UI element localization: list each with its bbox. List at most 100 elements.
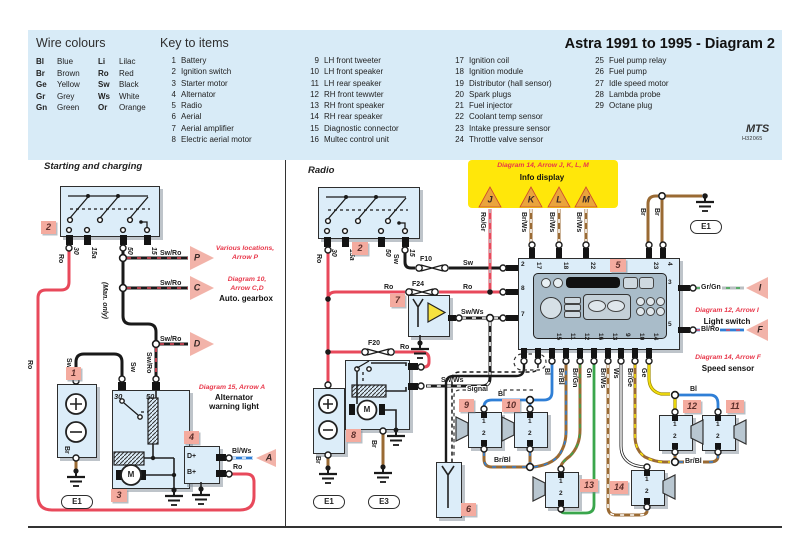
radio-volume-knob xyxy=(540,297,562,319)
badge-radio: 5 xyxy=(610,259,626,272)
bottom-border xyxy=(28,526,782,528)
key-item-number: 23 xyxy=(455,123,464,133)
key-item-number: 22 xyxy=(455,112,464,122)
wire-colour-row: Gr Grey Ws White xyxy=(36,92,160,104)
fuse-label: F10 xyxy=(420,256,433,263)
alternator-box xyxy=(184,446,220,484)
key-item-number: 21 xyxy=(455,101,464,111)
radio-preset-2 xyxy=(646,297,655,306)
wire-label: Sw/Ro xyxy=(160,280,182,287)
terminal-label: 30 xyxy=(330,249,337,257)
key-item: 6 Aerial xyxy=(160,112,252,123)
wire-colour-abbr: Ge xyxy=(36,80,47,89)
wire-label: Br/Ge xyxy=(626,368,633,388)
key-item-number: 20 xyxy=(455,89,464,99)
radio-pin: 9 xyxy=(624,333,631,337)
callout-c-line1: Diagram 10, xyxy=(227,276,267,283)
radio-preset-5 xyxy=(646,307,655,316)
wire-label: Br/Ws xyxy=(575,212,582,233)
key-item-number: 8 xyxy=(171,135,176,145)
callout-f-line2: Speed sensor xyxy=(701,364,755,373)
wire-label: Ro xyxy=(400,344,410,351)
speaker-pin: 2 xyxy=(559,490,563,497)
key-item-number: 1 xyxy=(171,56,176,65)
key-item: 26 Fuel pump xyxy=(588,67,669,78)
radio-pin: 17 xyxy=(535,262,542,270)
speaker-pin: 1 xyxy=(559,478,563,485)
signal-label: Signal xyxy=(466,386,490,393)
wire-label: Sw xyxy=(392,254,399,265)
wire-label: Ro xyxy=(463,284,473,291)
badge-aerial-motor: 8 xyxy=(346,429,361,442)
arrow-f-icon xyxy=(746,319,768,341)
badge-speaker-10: 10 xyxy=(502,399,520,412)
radio-eject-right xyxy=(607,300,625,312)
radio-pin: 14 xyxy=(652,333,659,341)
brand-code: H32065 xyxy=(742,136,763,142)
aerial-motor-symbol xyxy=(349,360,425,491)
wire-label: Br/Bl xyxy=(684,458,703,465)
radio-preset-4 xyxy=(636,307,645,316)
wire-label: Bl xyxy=(543,368,550,375)
badge-speaker-12: 12 xyxy=(683,400,701,413)
speaker-pin: 2 xyxy=(673,433,677,440)
key-item-number: 6 xyxy=(171,112,176,122)
ground-label-e1-mid: E1 xyxy=(313,495,345,509)
wire-label: Br xyxy=(314,456,321,464)
radio-pin: 18 xyxy=(562,262,569,270)
wire-colour-name: Brown xyxy=(57,68,80,78)
alternator-symbol xyxy=(190,454,233,513)
key-item-label: Aerial amplifier xyxy=(181,123,234,133)
key-item: 2 Ignition switch xyxy=(160,67,252,78)
key-item-label: Alternator xyxy=(181,89,216,99)
ground-label-e1-left: E1 xyxy=(61,495,93,509)
badge-amplifier: 7 xyxy=(390,294,405,307)
arrow-letter-f: F xyxy=(757,324,763,335)
key-item-label: LH front tweeter xyxy=(324,56,381,65)
key-item-label: Fuel pump xyxy=(609,67,647,77)
callout-f-line1: Diagram 14, Arrow F xyxy=(695,354,761,361)
wire-label: Sw xyxy=(463,260,474,267)
wire-label: Gn xyxy=(585,368,592,378)
speaker-pin: 2 xyxy=(482,430,486,437)
alternator-dplus: D+ xyxy=(187,453,197,460)
radio-pin: 12 xyxy=(583,333,590,341)
key-item-label: RH rear speaker xyxy=(324,112,383,122)
radio-eject-left xyxy=(588,300,606,312)
left-panel-wires xyxy=(36,251,256,512)
right-arrows xyxy=(325,186,768,355)
key-item-label: Coolant temp sensor xyxy=(469,112,543,122)
wire-label: Bl xyxy=(498,391,505,398)
wire-label: Br/Ws xyxy=(520,212,527,233)
key-item: 23 Intake pressure sensor xyxy=(448,124,552,135)
wire-label: Sw xyxy=(129,362,136,373)
key-item-number: 18 xyxy=(455,67,464,77)
wire-label: Ro xyxy=(233,464,243,471)
key-item: 9 LH front tweeter xyxy=(303,56,399,67)
key-item-label: Idle speed motor xyxy=(609,78,669,88)
key-item-label: Ignition module xyxy=(469,67,524,77)
key-item-number: 17 xyxy=(455,56,464,65)
wire-colour-abbr: Bl xyxy=(36,57,44,66)
key-item-label: Octane plug xyxy=(609,101,653,111)
arrow-letter-l: L xyxy=(556,194,562,205)
badge-speaker-13: 13 xyxy=(580,479,598,492)
fuse-label: F20 xyxy=(368,340,381,347)
arrow-m-icon xyxy=(574,186,598,208)
key-list-col2: 9 LH front tweeter 10 LH front speaker 1… xyxy=(303,56,399,146)
aerial-box xyxy=(436,462,462,518)
arrow-letter-j: J xyxy=(487,194,493,205)
radio-pin: 10 xyxy=(638,333,645,341)
wire-label: Br xyxy=(639,208,646,216)
callout-i-line2: Light switch xyxy=(703,317,751,326)
battery-right-symbol xyxy=(317,381,339,492)
key-list-col1: 1 Battery 2 Ignition switch 3 Starter mo… xyxy=(160,56,252,146)
key-item-label: Electric aerial motor xyxy=(181,135,252,145)
radio-bar-1 xyxy=(564,297,581,304)
speaker-pin: 2 xyxy=(645,488,649,495)
radio-pin: 15 xyxy=(555,333,562,341)
key-item-number: 15 xyxy=(310,123,319,133)
ignition-switch-right-symbol xyxy=(323,195,409,254)
key-item: 7 Aerial amplifier xyxy=(160,124,252,135)
key-item: 29 Octane plug xyxy=(588,101,669,112)
